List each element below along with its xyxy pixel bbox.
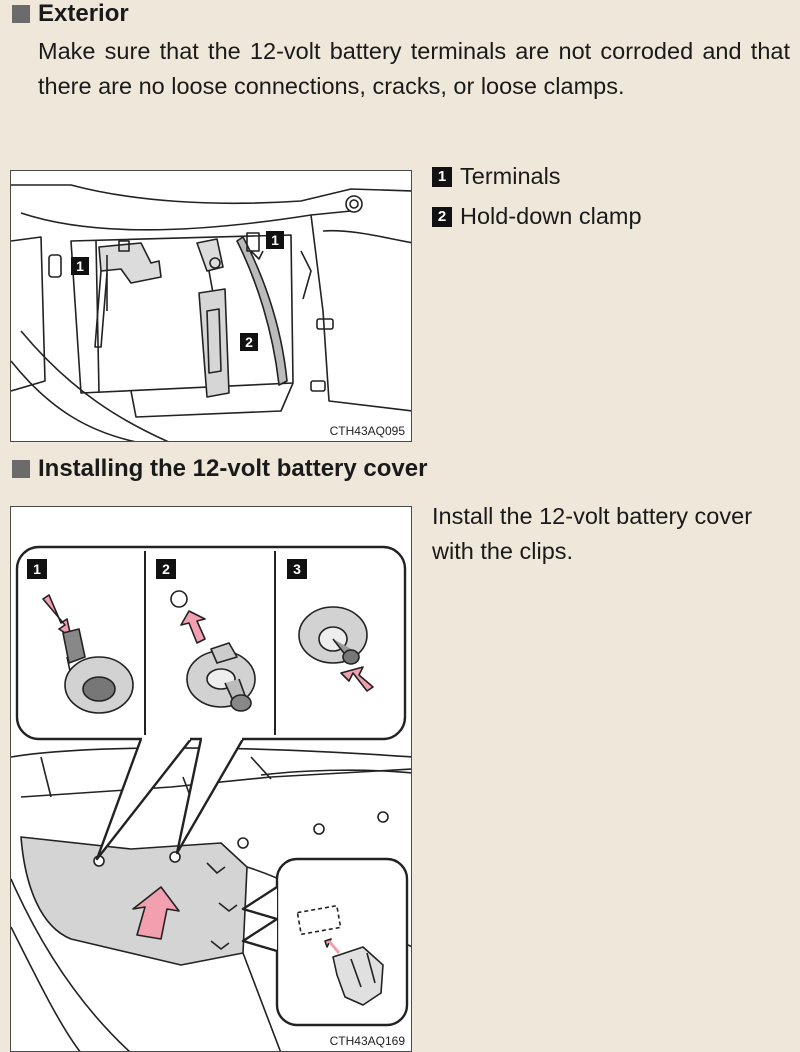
cover-paragraph: Install the 12-volt battery cover with t… <box>432 503 753 564</box>
step-badge-3: 3 <box>287 559 307 579</box>
figure-code: CTH43AQ095 <box>329 424 405 438</box>
step-badge-2: 2 <box>156 559 176 579</box>
heading-square-icon <box>12 460 30 478</box>
battery-cover-illustration <box>11 545 411 1051</box>
heading-square-icon <box>12 5 30 23</box>
section-heading-exterior: Exterior <box>12 0 129 28</box>
section-title: Installing the 12-volt battery cover <box>38 455 428 482</box>
legend-item-hold-down-clamp: 2 Hold-down clamp <box>432 203 642 230</box>
callout-terminal-left: 1 <box>71 257 89 275</box>
figure-code: CTH43AQ169 <box>329 1034 405 1048</box>
legend-label: Terminals <box>460 163 561 189</box>
legend-label: Hold-down clamp <box>460 203 642 229</box>
legend-item-terminals: 1 Terminals <box>432 163 561 190</box>
callout-hold-down-clamp: 2 <box>240 333 258 351</box>
exterior-paragraph: Make sure that the 12-volt battery termi… <box>38 38 790 99</box>
step-badge-1: 1 <box>27 559 47 579</box>
section-title: Exterior <box>38 0 129 27</box>
section-heading-installing-cover: Installing the 12-volt battery cover <box>12 455 427 483</box>
figure-battery-terminals: 1 1 2 CTH43AQ095 <box>10 170 412 442</box>
legend-number-badge: 1 <box>432 166 452 187</box>
figure-battery-cover: 1 2 3 CTH43AQ169 <box>10 506 412 1052</box>
callout-terminal-right: 1 <box>266 231 284 249</box>
legend-number-badge: 2 <box>432 206 452 227</box>
battery-terminals-illustration <box>11 184 411 441</box>
